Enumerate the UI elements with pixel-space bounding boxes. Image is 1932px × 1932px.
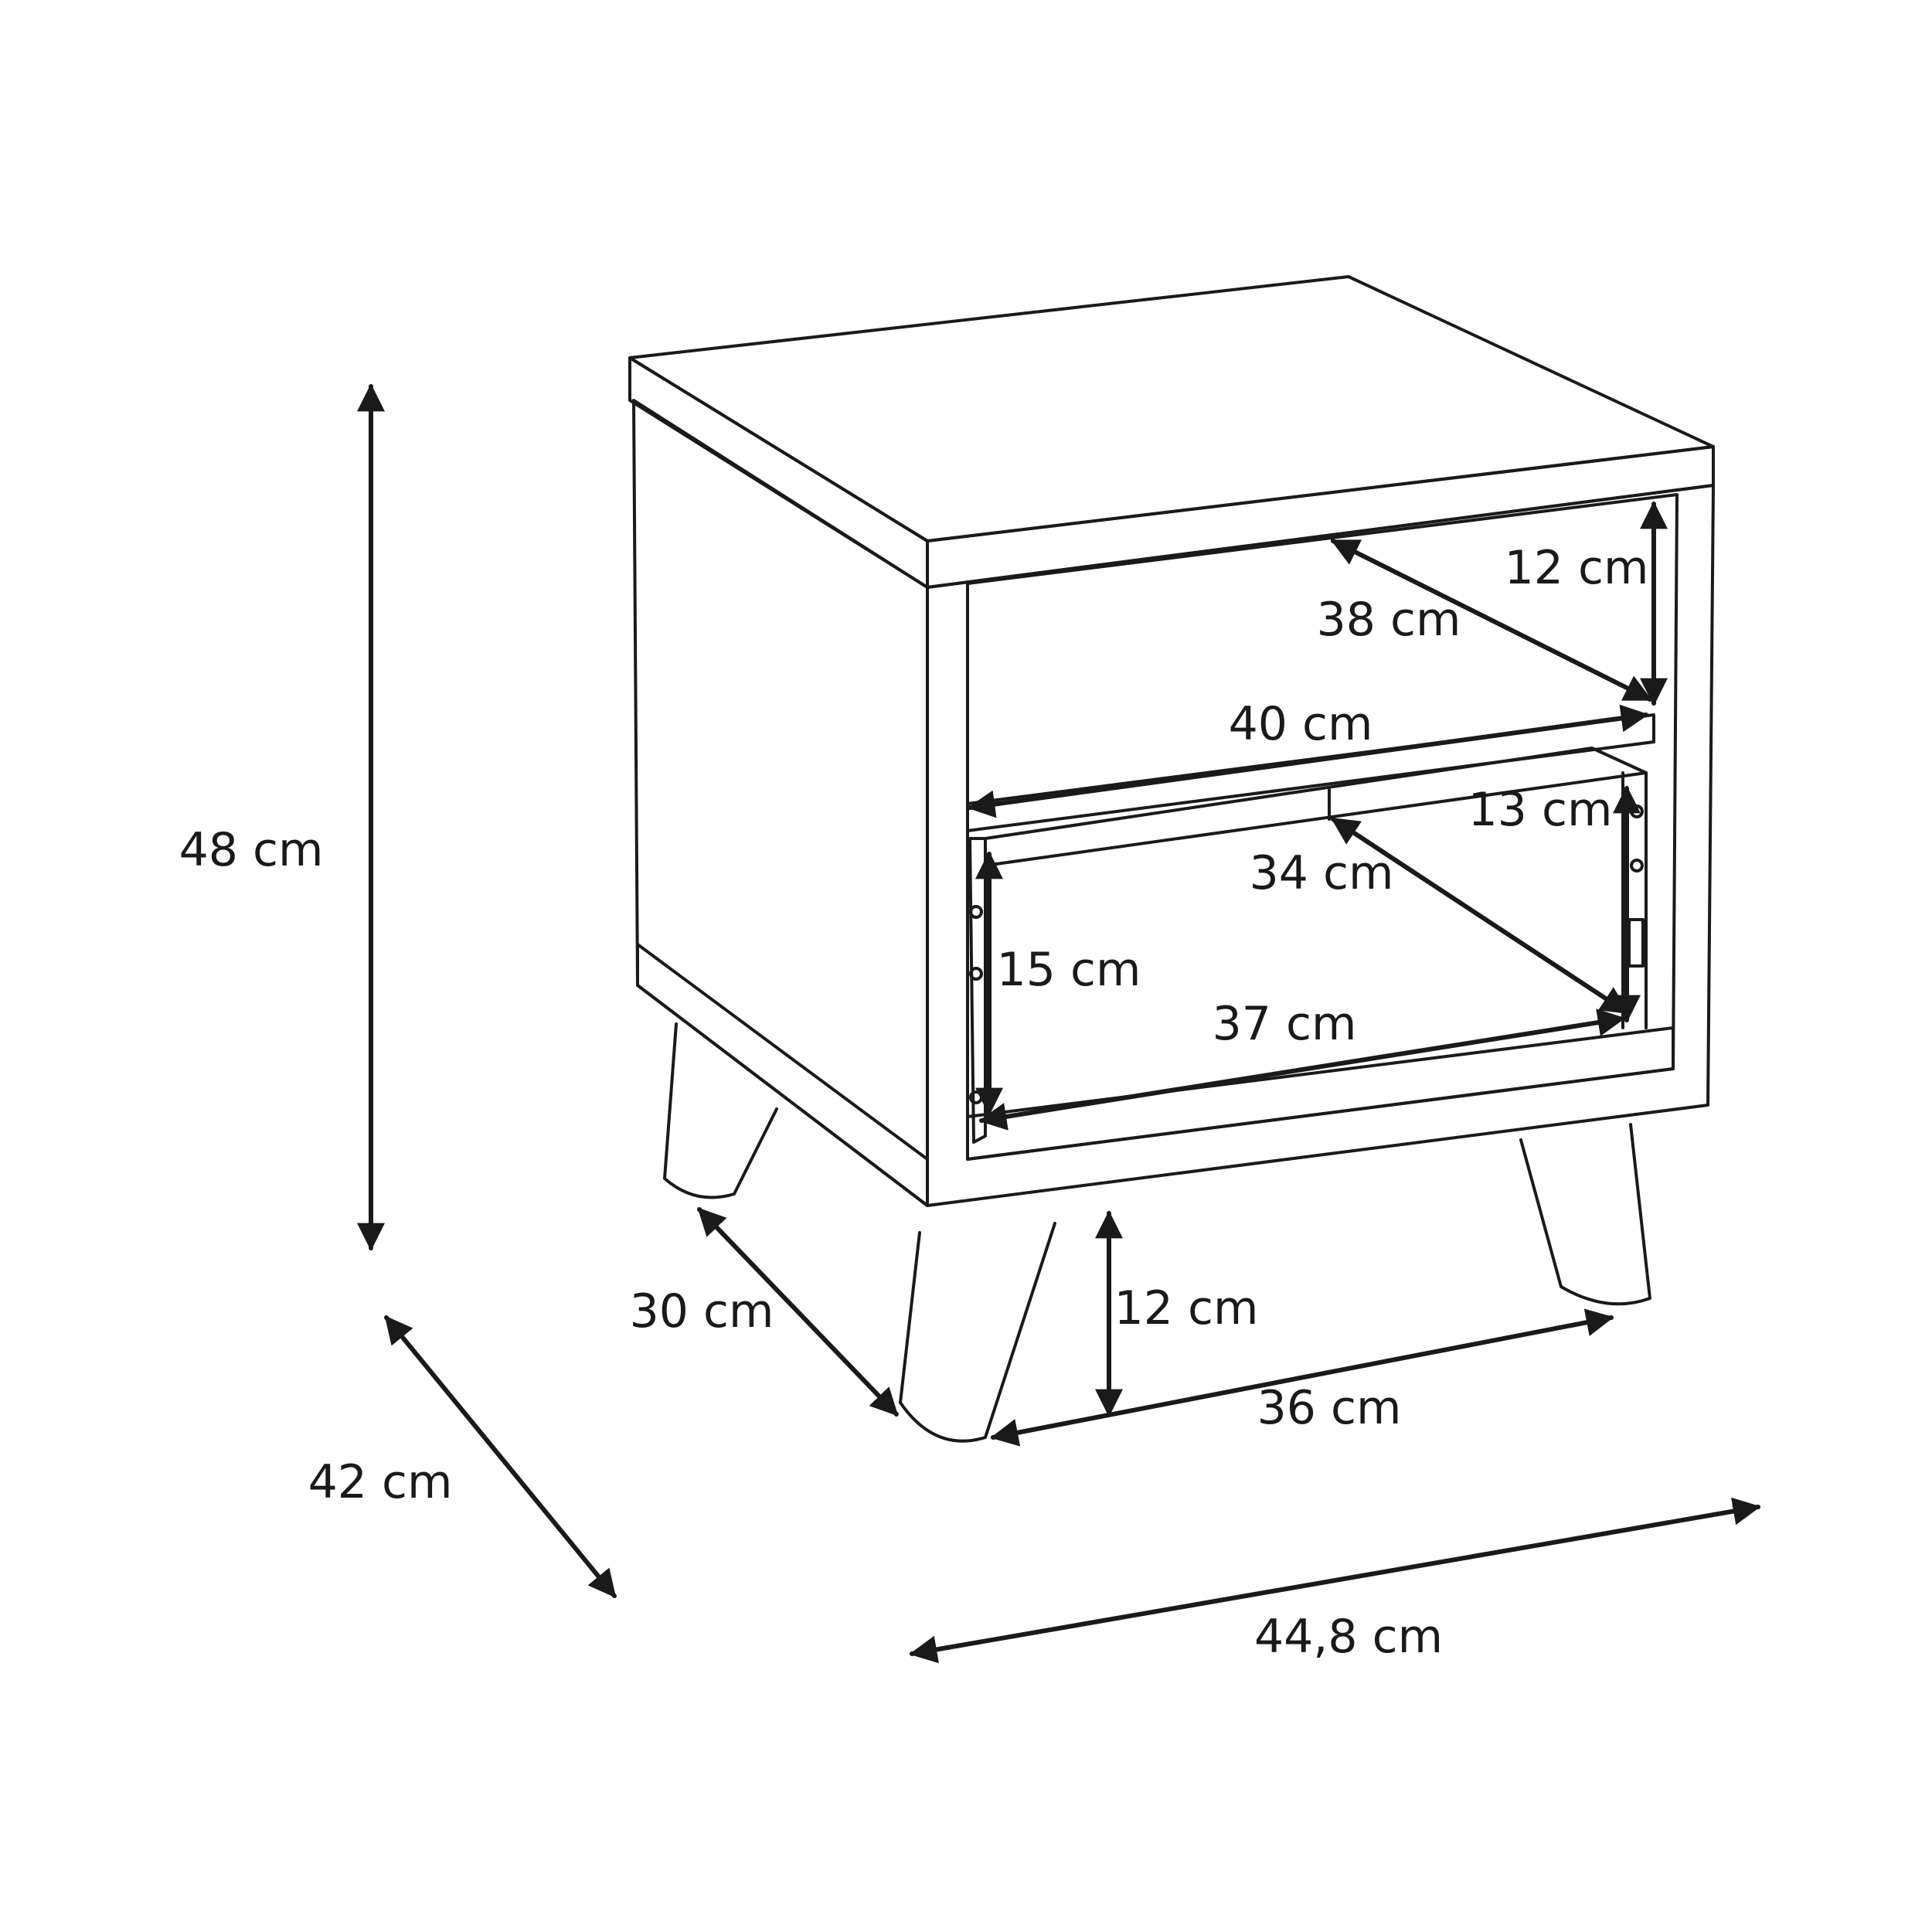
front-left-leg [899,1222,1056,1443]
arrow-overall-width [909,1497,1761,1664]
back-right-leg [1519,1123,1651,1306]
label-top-shelf-width: 40 cm [1228,697,1373,751]
label-top-shelf-depth: 38 cm [1316,593,1461,647]
label-leg-span: 36 cm [1257,1381,1402,1435]
label-drawer-height: 15 cm [996,943,1141,997]
arrow-leg-span [990,1308,1614,1447]
left-side-panel [632,399,929,1207]
dimension-arrows [357,383,1761,1664]
arrow-leg-depth [697,1207,899,1417]
top-left-edge [628,356,929,589]
label-top-shelf-height: 12 cm [1504,541,1649,595]
back-left-leg [663,1022,778,1199]
arrow-top-shelf-depth [1330,539,1653,702]
arrow-top-shelf-width [967,704,1649,818]
drawer-latch [1628,918,1645,968]
nightstand-outline [628,275,1715,1443]
label-drawer-depth: 34 cm [1249,846,1394,900]
label-overall-height: 48 cm [179,823,324,877]
label-overall-depth: 42 cm [308,1455,453,1509]
front-frame-outer [926,484,1715,1207]
drawer-screw-hole [1630,804,1644,818]
drawer-screw-hole [1630,859,1644,872]
arrow-drawer-width [978,1009,1626,1131]
bottom-left-edge [636,943,929,1207]
arrow-overall-depth [384,1315,617,1598]
arrow-drawer-depth [1330,817,1630,1015]
label-leg-height: 12 cm [1114,1281,1259,1335]
label-overall-width: 44,8 cm [1253,1610,1444,1664]
label-drawer-front-height: 13 cm [1468,783,1613,837]
label-leg-depth: 30 cm [629,1284,774,1338]
drawer-left-side [968,837,987,1144]
label-drawer-width: 37 cm [1212,997,1357,1051]
